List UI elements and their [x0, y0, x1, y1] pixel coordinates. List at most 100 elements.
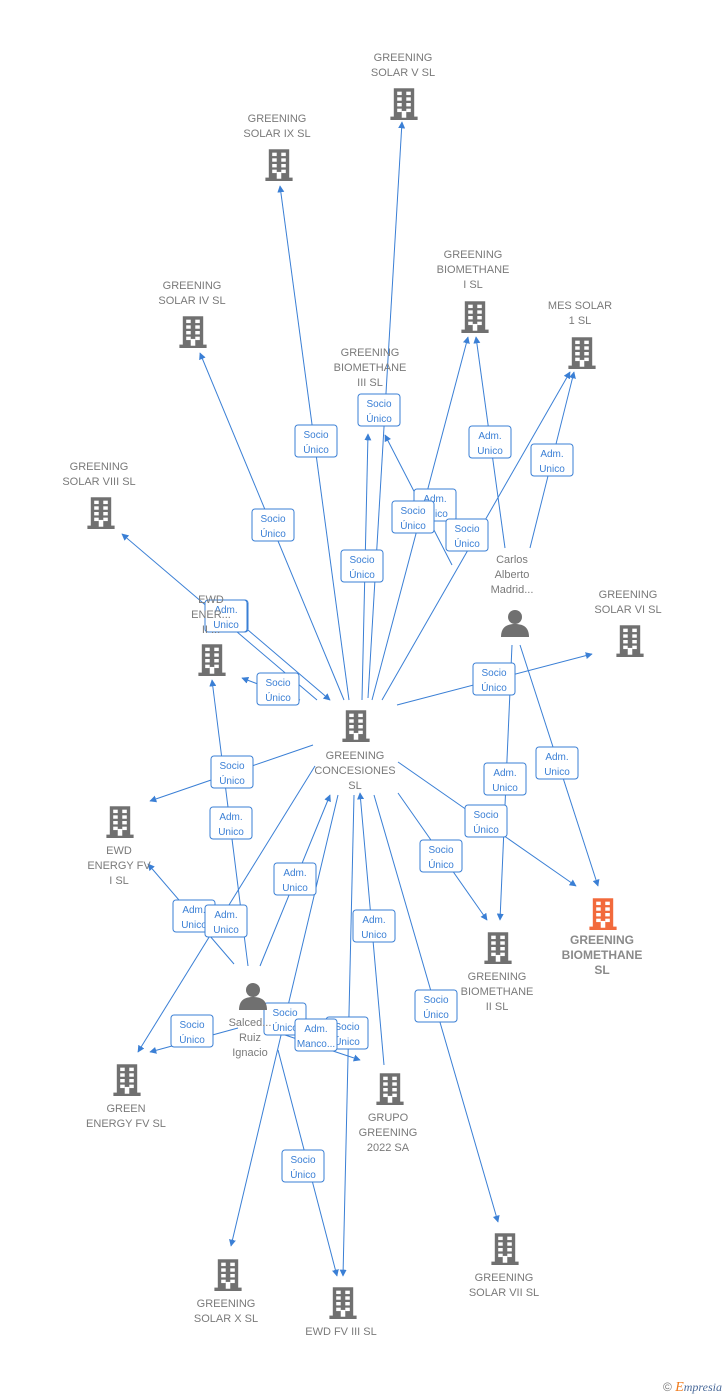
relation-tag-text: Unico [477, 446, 503, 457]
relation-tag-text: Unico [361, 930, 387, 941]
node-label: SOLAR VI SL [594, 604, 661, 616]
relation-tag-text: Socio [303, 430, 328, 441]
relation-tag-box [340, 549, 384, 583]
relation-tag-box [251, 508, 295, 542]
relation-tag-box [294, 1018, 338, 1052]
relation-tag-text: Unico [213, 925, 239, 936]
relation-tag-text: Único [265, 691, 291, 704]
relation-tag-text: Manco... [297, 1039, 335, 1050]
relation-tag-text: Único [260, 527, 286, 540]
relation-tag[interactable]: Adm.Manco... [294, 1018, 338, 1052]
node-label: GREENING [326, 750, 385, 762]
node-solar-viii[interactable]: GREENING SOLAR VIII SL [62, 461, 136, 529]
relation-tag-text: Socio [423, 995, 448, 1006]
relation-tag-text: Unico [492, 783, 518, 794]
relation-tag[interactable]: Adm.Unico [530, 443, 574, 477]
building-icon [198, 644, 226, 676]
node-label: CONCESIONES [314, 765, 395, 777]
relation-tag-text: Socio [272, 1008, 297, 1019]
relation-tag-text: Socio [334, 1022, 359, 1033]
relation-tag-text: Socio [473, 810, 498, 821]
relation-tag[interactable]: Adm.Unico [273, 862, 317, 896]
relation-tag[interactable]: Adm.Unico [204, 904, 248, 938]
footer-brand[interactable]: © Empresia [663, 1380, 722, 1396]
relation-tag[interactable]: Adm.Unico [352, 909, 396, 943]
node-label: SOLAR VIII SL [62, 476, 135, 488]
node-label: SOLAR VII SL [469, 1287, 539, 1299]
node-label: Salced... [229, 1017, 272, 1029]
relation-tag-text: Socio [260, 514, 285, 525]
relation-tags: SocioÚnicoSocioÚnicoSocioÚnicoSocioÚnico… [170, 393, 579, 1183]
relation-tag-text: Único [303, 443, 329, 456]
node-label: GRUPO [368, 1112, 409, 1124]
relation-tag-text: Socio [481, 668, 506, 679]
node-label: GREENING [341, 347, 400, 359]
relation-tag-text: Adm. [283, 868, 306, 879]
node-ewd-iii[interactable]: EWD FV III SL [305, 1287, 377, 1338]
node-label: 1 SL [569, 315, 592, 327]
relation-tag-text: Único [473, 823, 499, 836]
building-icon [491, 1233, 519, 1265]
node-label: GREENING [374, 52, 433, 64]
node-ewd-ii[interactable]: EWDENER...II ... [191, 594, 231, 676]
node-label: GREENING [599, 589, 658, 601]
relation-tag-text: Adm. [540, 449, 563, 460]
relation-tag-box [209, 806, 253, 840]
node-carlos[interactable]: CarlosAlbertoMadrid... [491, 554, 534, 637]
relation-tag[interactable]: Adm.Unico [204, 599, 248, 633]
building-icon [589, 898, 617, 930]
building-icon [484, 932, 512, 964]
relation-tag-text: Socio [349, 555, 374, 566]
relation-tag-text: Socio [428, 845, 453, 856]
relation-tag[interactable]: Adm.Unico [468, 425, 512, 459]
node-solar-x[interactable]: GREENING SOLAR X SL [194, 1259, 258, 1325]
node-label: SOLAR X SL [194, 1313, 258, 1325]
node-solar-vi[interactable]: GREENING SOLAR VI SL [594, 589, 662, 657]
node-label: I SL [109, 875, 129, 887]
relation-tag[interactable]: Adm.Unico [483, 762, 527, 796]
node-label: Ignacio [232, 1047, 267, 1059]
relation-tag-box [357, 393, 401, 427]
node-label: GREENING [197, 1298, 256, 1310]
relation-tag-box [273, 862, 317, 896]
person-icon [501, 610, 529, 637]
node-label: GREENING [70, 461, 129, 473]
relation-tag-text: Único [219, 774, 245, 787]
relation-tag-box [352, 909, 396, 943]
relation-tag[interactable]: Adm.Unico [535, 746, 579, 780]
relation-tag-box [414, 989, 458, 1023]
relation-tag[interactable]: Adm.Unico [209, 806, 253, 840]
node-label: I SL [463, 279, 483, 291]
building-icon [265, 149, 293, 181]
building-icon [568, 337, 596, 369]
